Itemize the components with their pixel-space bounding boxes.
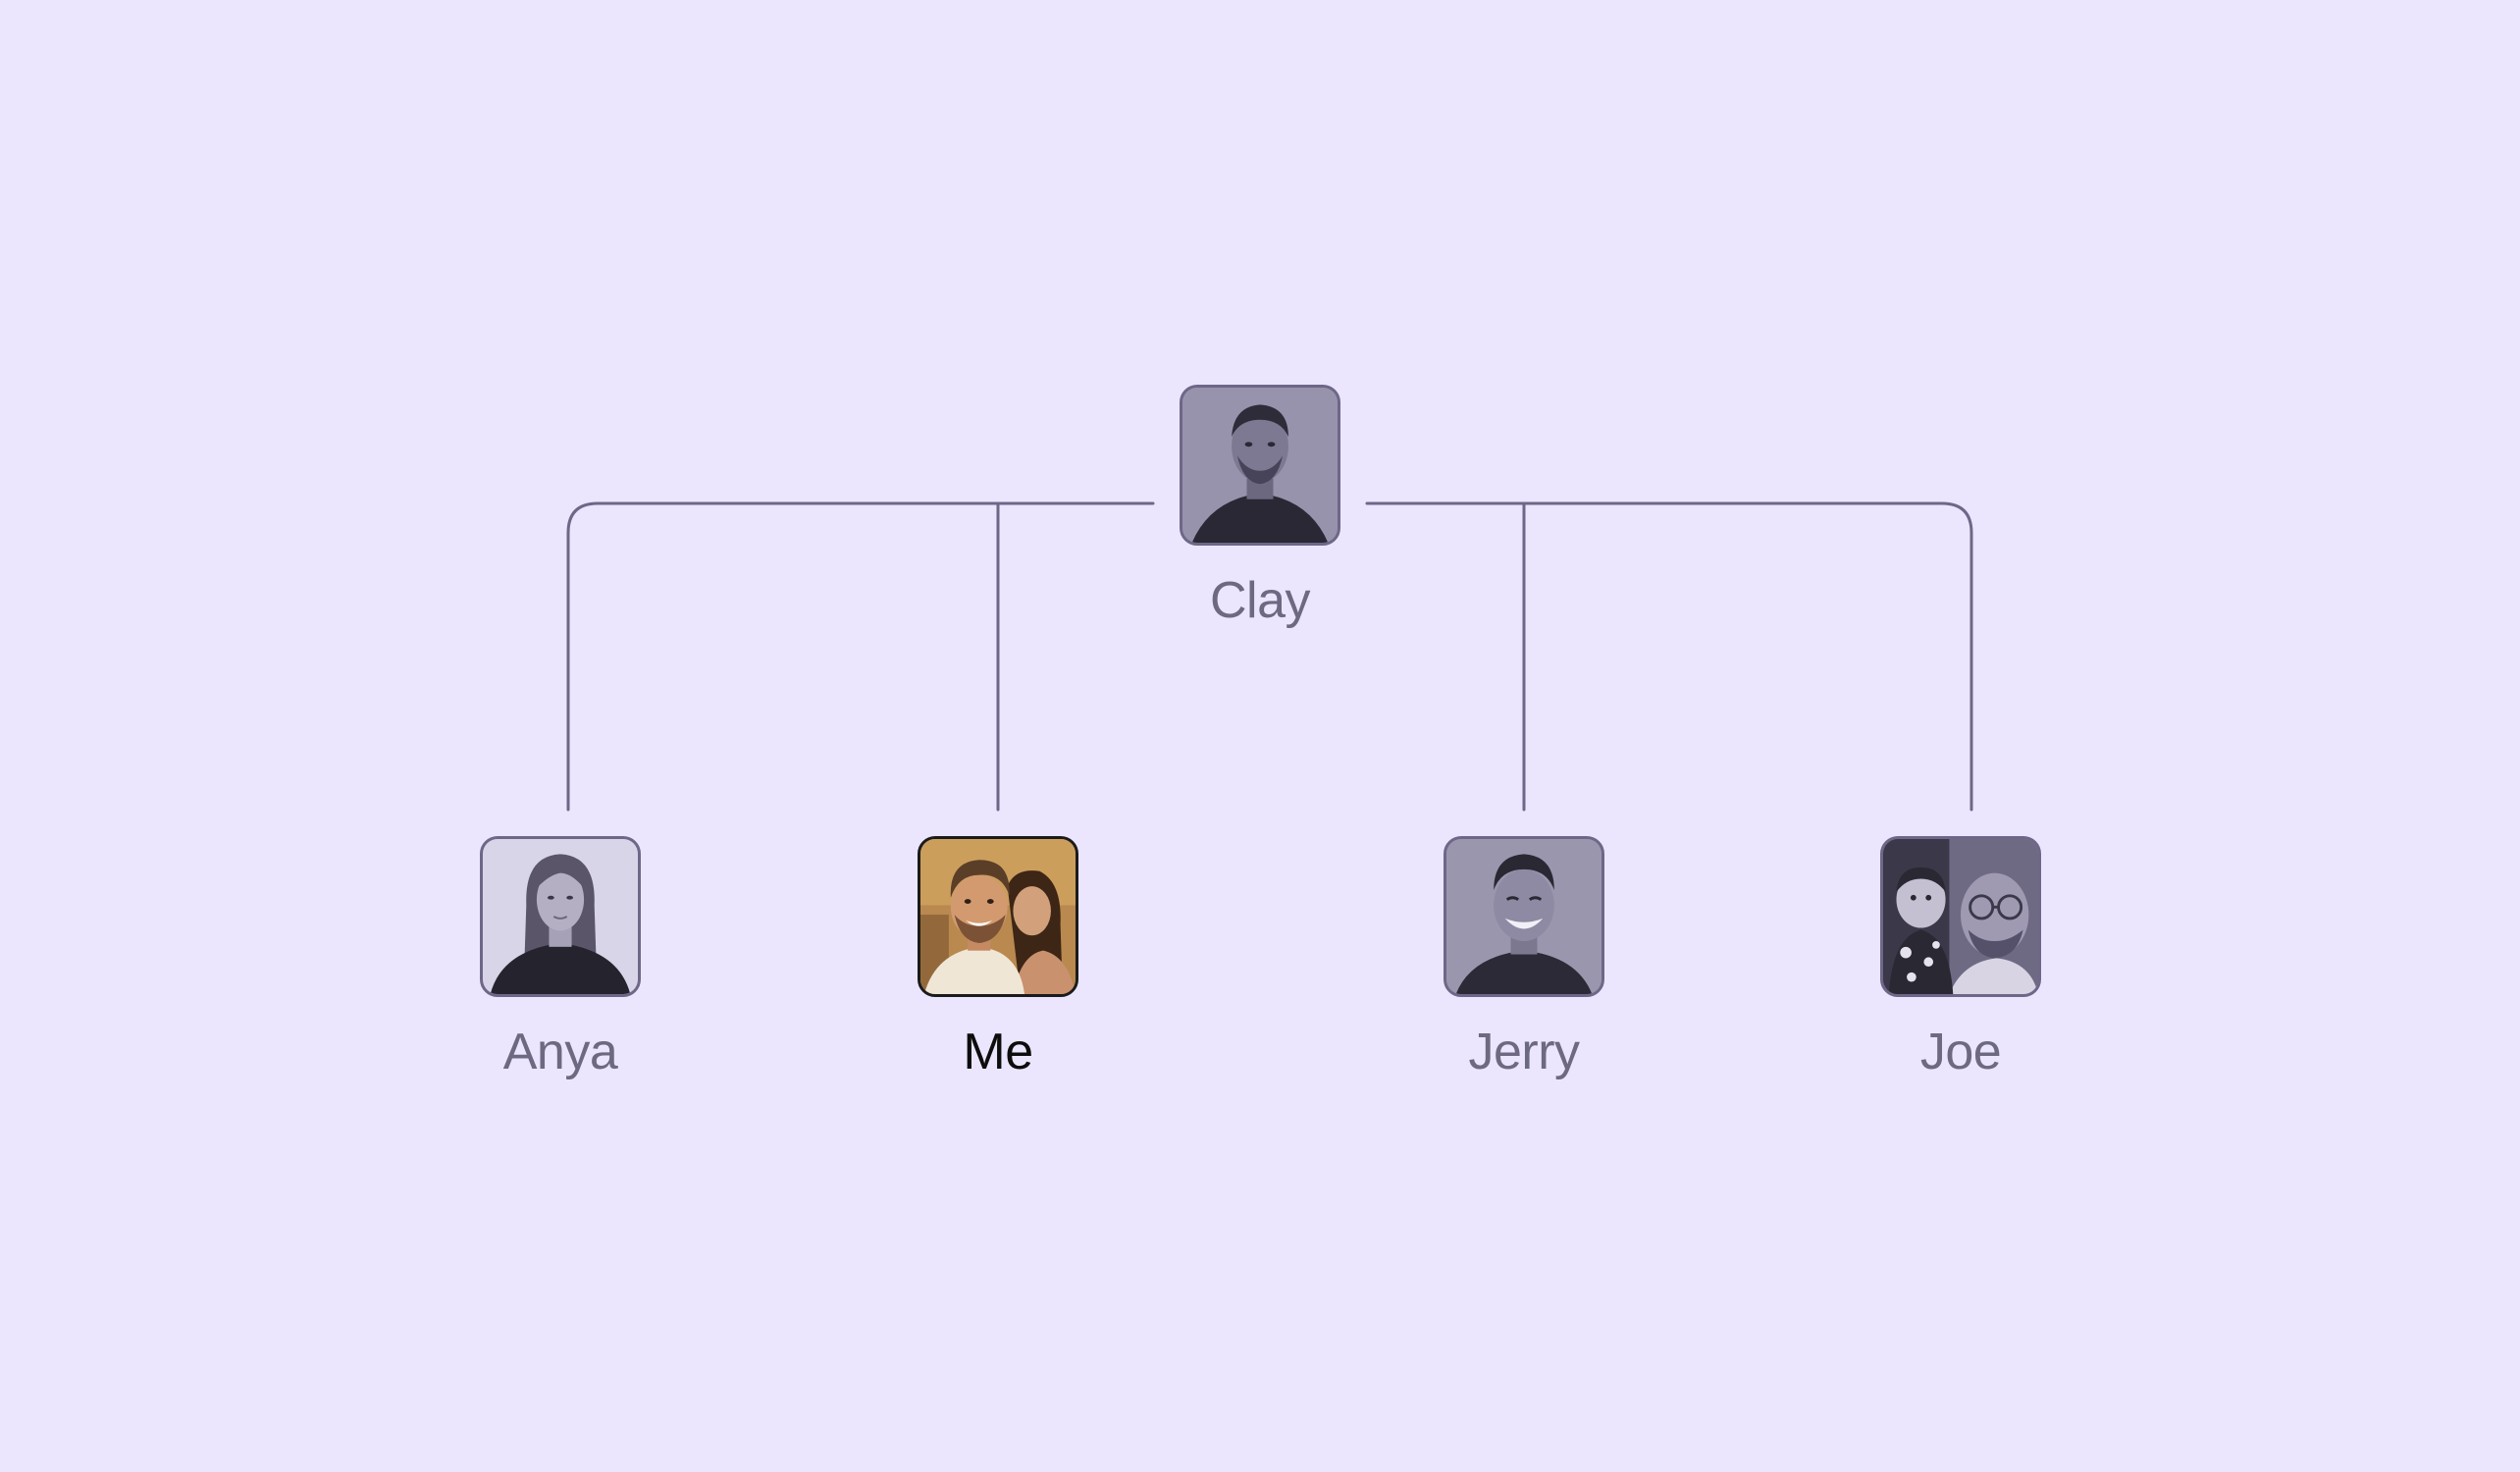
avatar-anya[interactable] [480,836,641,997]
smiling-man-photo [1446,839,1601,994]
woman-portrait-photo [483,839,638,994]
connector-left-horizontal [566,501,1155,812]
node-me[interactable]: Me [880,836,1116,1081]
node-label-joe: Joe [1919,1024,2002,1080]
node-label-me: Me [963,1024,1033,1080]
man-portrait-photo [1182,388,1338,543]
avatar-joe[interactable] [1880,836,2041,997]
man-with-baby-photo [1883,839,2038,994]
avatar-me[interactable] [918,836,1078,997]
connector-right-horizontal [1365,501,1973,812]
node-jerry[interactable]: Jerry [1406,836,1642,1081]
node-joe[interactable]: Joe [1843,836,2078,1081]
node-clay[interactable]: Clay [1142,385,1378,630]
node-label-clay: Clay [1209,572,1311,629]
couple-selfie-photo [920,839,1076,994]
node-label-anya: Anya [502,1024,618,1080]
avatar-jerry[interactable] [1444,836,1604,997]
node-label-jerry: Jerry [1468,1024,1580,1080]
avatar-clay[interactable] [1180,385,1340,546]
node-anya[interactable]: Anya [443,836,678,1081]
